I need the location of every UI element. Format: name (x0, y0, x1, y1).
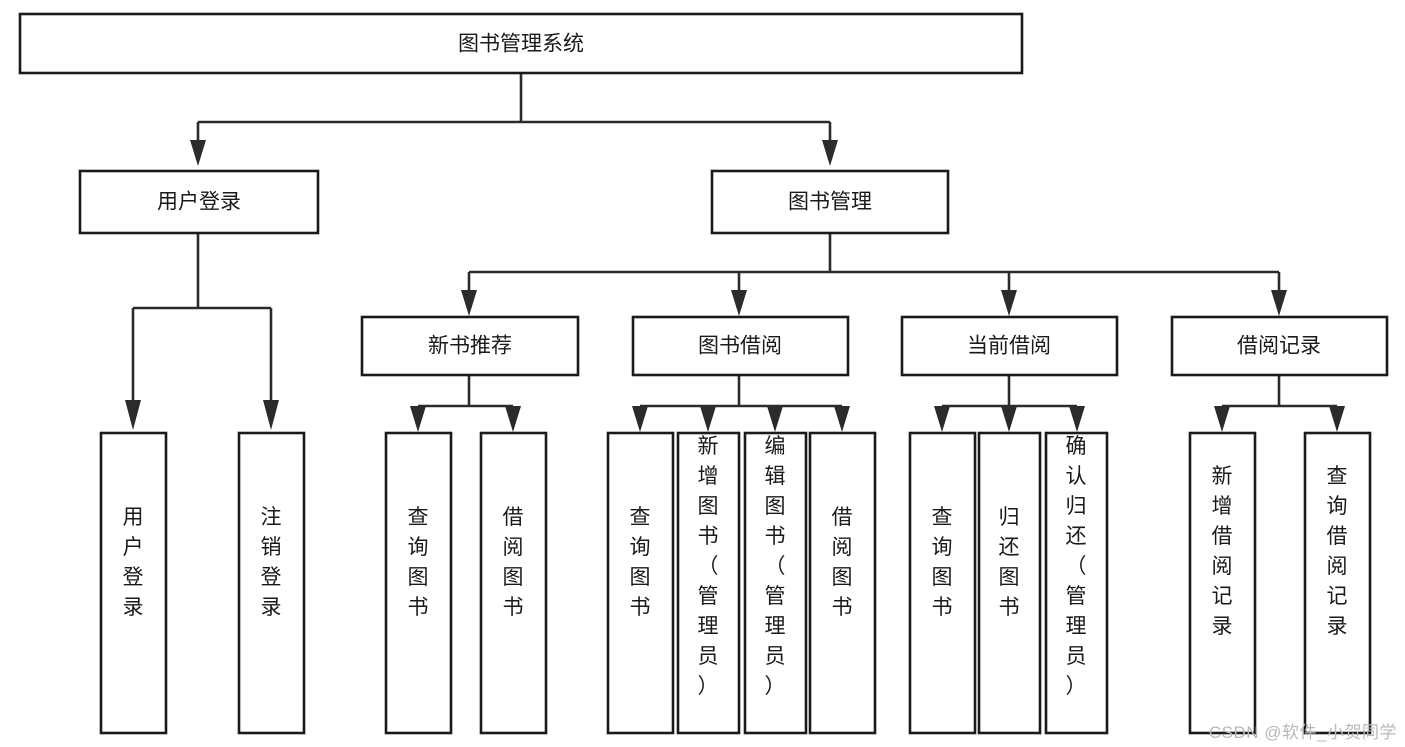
node-leaf-query-record-box[interactable] (1303, 431, 1372, 735)
node-book-manage-box[interactable] (710, 169, 950, 235)
node-leaf-edit-book-label: 编辑图书（管理员） (765, 435, 786, 698)
arrowhead-leaf-edit-book (767, 406, 783, 432)
node-leaf-edit-book-box[interactable] (743, 431, 808, 735)
node-leaf-user-login-box[interactable] (99, 431, 168, 735)
node-leaf-edit-book[interactable]: 编辑图书（管理员） (743, 431, 808, 735)
arrowhead-leaf-user-logout (263, 400, 279, 430)
node-leaf-add-book[interactable]: 新增图书（管理员） (676, 431, 741, 735)
node-borrow-record-label: 借阅记录 (1237, 335, 1321, 358)
node-user-login-label: 用户登录 (157, 191, 241, 214)
node-leaf-confirm-return-box[interactable] (1044, 431, 1109, 735)
node-leaf-return-book-box[interactable] (977, 431, 1042, 735)
arrowhead-leaf-add-book (700, 406, 716, 432)
node-leaf-add-record[interactable]: 新增借阅记录 (1188, 431, 1257, 735)
arrowhead-leaf-add-record (1214, 406, 1230, 432)
arrowhead-book-borrow (731, 290, 747, 316)
node-root-box[interactable] (18, 12, 1024, 75)
node-leaf-query-book-3-box[interactable] (908, 431, 977, 735)
node-leaf-user-logout-label: 注销登录 (261, 506, 282, 619)
arrowhead-leaf-borrow-book-1 (505, 406, 521, 432)
node-leaf-query-book-2[interactable]: 查询图书 (606, 431, 675, 735)
node-borrow-record-box[interactable] (1170, 315, 1389, 377)
node-current-borrow-box[interactable] (900, 315, 1119, 377)
arrowhead-leaf-query-book-3 (934, 406, 950, 432)
node-leaf-return-book-label: 归还图书 (999, 506, 1020, 619)
node-leaf-confirm-return-label: 确认归还（管理员） (1066, 435, 1087, 698)
node-current-borrow[interactable]: 当前借阅 (900, 315, 1119, 377)
node-leaf-borrow-book-1-box[interactable] (479, 431, 548, 735)
arrowhead-leaf-query-record (1329, 406, 1345, 432)
arrowhead-current-borrow (1001, 290, 1017, 316)
node-leaf-user-logout-box[interactable] (237, 431, 306, 735)
node-book-manage-label: 图书管理 (788, 191, 872, 214)
node-leaf-borrow-book-1-label: 借阅图书 (503, 506, 524, 619)
node-leaf-query-record-label: 查询借阅记录 (1327, 465, 1348, 638)
node-borrow-record[interactable]: 借阅记录 (1170, 315, 1389, 377)
connector-group-user-login (125, 233, 279, 430)
arrowhead-user-login (190, 140, 206, 166)
node-leaf-query-book-2-label: 查询图书 (630, 506, 651, 619)
node-leaf-borrow-book-2-box[interactable] (808, 431, 877, 735)
arrowhead-leaf-query-book-1 (410, 406, 426, 432)
node-book-manage[interactable]: 图书管理 (710, 169, 950, 235)
node-leaf-borrow-book-1[interactable]: 借阅图书 (479, 431, 548, 735)
node-leaf-user-logout[interactable]: 注销登录 (237, 431, 306, 735)
node-leaf-add-book-box[interactable] (676, 431, 741, 735)
arrowhead-leaf-borrow-book-2 (834, 406, 850, 432)
node-leaf-confirm-return[interactable]: 确认归还（管理员） (1044, 431, 1109, 735)
node-leaf-user-login[interactable]: 用户登录 (99, 431, 168, 735)
connector-group-borrow-record (1214, 375, 1345, 432)
node-user-login[interactable]: 用户登录 (78, 169, 320, 235)
node-leaf-add-book-label: 新增图书（管理员） (698, 435, 719, 698)
node-user-login-box[interactable] (78, 169, 320, 235)
node-leaf-query-book-1-label: 查询图书 (408, 506, 429, 619)
node-root-label: 图书管理系统 (458, 33, 584, 56)
arrowhead-leaf-user-login (125, 400, 141, 430)
connector-group-root (190, 74, 838, 166)
node-leaf-user-login-label: 用户登录 (123, 506, 144, 619)
connector-group-book-borrow (632, 375, 850, 432)
node-leaf-query-record[interactable]: 查询借阅记录 (1303, 431, 1372, 735)
node-book-borrow-label: 图书借阅 (698, 335, 782, 358)
node-current-borrow-label: 当前借阅 (967, 335, 1051, 358)
node-leaf-query-book-2-box[interactable] (606, 431, 675, 735)
node-leaf-borrow-book-2[interactable]: 借阅图书 (808, 431, 877, 735)
node-leaf-query-book-3-label: 查询图书 (932, 506, 953, 619)
node-new-book-rec-label: 新书推荐 (428, 335, 512, 358)
arrowhead-new-book-rec (461, 290, 477, 316)
connector-group-new-book-rec (410, 375, 521, 432)
node-leaf-borrow-book-2-label: 借阅图书 (832, 506, 853, 619)
node-book-borrow[interactable]: 图书借阅 (631, 315, 850, 377)
arrowhead-leaf-return-book (1001, 406, 1017, 432)
node-leaf-return-book[interactable]: 归还图书 (977, 431, 1042, 735)
node-leaf-add-record-box[interactable] (1188, 431, 1257, 735)
connector-group-current-borrow (934, 375, 1085, 432)
node-new-book-rec-box[interactable] (360, 315, 580, 377)
node-new-book-rec[interactable]: 新书推荐 (360, 315, 580, 377)
node-book-borrow-box[interactable] (631, 315, 850, 377)
node-root[interactable]: 图书管理系统 (18, 12, 1024, 75)
node-leaf-query-book-1[interactable]: 查询图书 (384, 431, 453, 735)
node-leaf-query-book-1-box[interactable] (384, 431, 453, 735)
arrowhead-borrow-record (1271, 290, 1287, 316)
node-leaf-add-record-label: 新增借阅记录 (1212, 465, 1233, 638)
arrowhead-leaf-query-book-2 (632, 406, 648, 432)
arrowhead-leaf-confirm-return (1069, 406, 1085, 432)
node-leaf-query-book-3[interactable]: 查询图书 (908, 431, 977, 735)
arrowhead-book-manage (822, 140, 838, 166)
connector-group-book-manage (461, 233, 1287, 316)
